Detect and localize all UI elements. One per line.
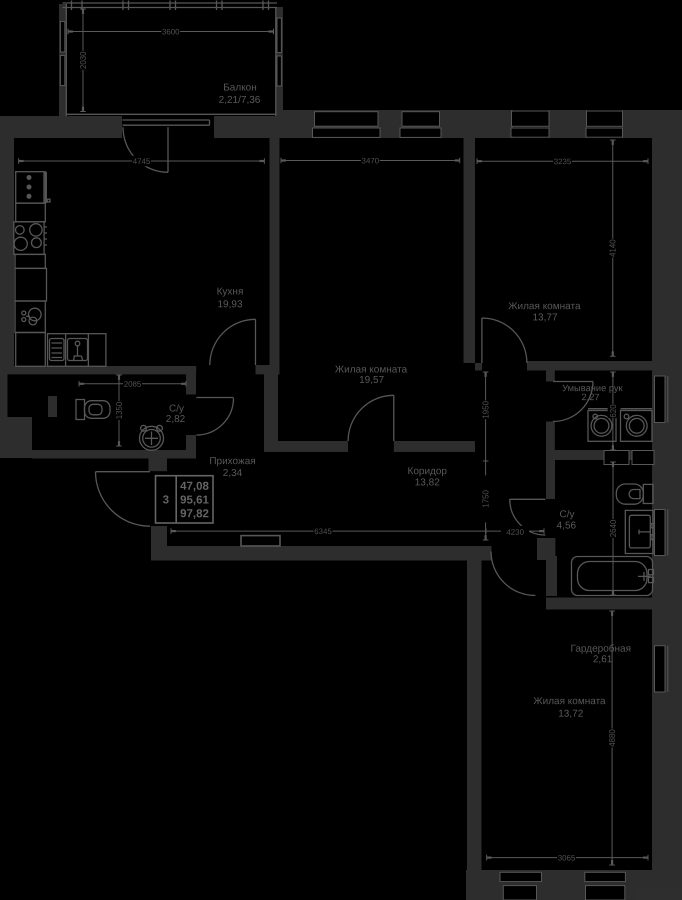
svg-text:47,08: 47,08 [180,481,209,493]
svg-text:2,27: 2,27 [581,392,599,402]
svg-text:4745: 4745 [133,157,151,166]
svg-text:2,61: 2,61 [593,654,613,665]
svg-text:3: 3 [163,494,169,506]
svg-text:Жилая комната: Жилая комната [533,696,606,707]
svg-text:4140: 4140 [609,239,618,257]
svg-text:95,61: 95,61 [180,494,209,506]
svg-text:Коридор: Коридор [407,466,447,477]
svg-text:4880: 4880 [608,729,617,747]
svg-text:Балкон: Балкон [223,82,257,93]
svg-text:97,82: 97,82 [180,508,209,520]
svg-text:13,72: 13,72 [558,709,583,720]
svg-text:С/у: С/у [559,509,574,520]
svg-text:19,93: 19,93 [217,299,242,310]
svg-text:1350: 1350 [115,401,124,419]
svg-text:4230: 4230 [506,528,524,537]
svg-text:3600: 3600 [162,27,180,36]
svg-text:6345: 6345 [314,527,332,536]
svg-text:2030: 2030 [79,51,88,69]
svg-text:1750: 1750 [482,490,491,508]
svg-text:4,56: 4,56 [557,520,577,531]
svg-text:Умывание рук: Умывание рук [562,383,623,393]
svg-text:3470: 3470 [362,156,380,165]
svg-text:Кухня: Кухня [217,286,244,297]
svg-text:Жилая комната: Жилая комната [508,301,581,312]
svg-text:2,34: 2,34 [223,468,243,479]
svg-text:2085: 2085 [124,380,142,389]
svg-text:13,77: 13,77 [532,312,557,323]
svg-text:2,21/7,36: 2,21/7,36 [219,95,261,106]
svg-text:Прихожая: Прихожая [209,456,255,467]
svg-text:2640: 2640 [609,519,618,537]
svg-text:13,82: 13,82 [415,477,440,488]
svg-text:1950: 1950 [482,400,491,418]
svg-text:2,82: 2,82 [166,414,186,425]
svg-text:620: 620 [609,404,618,418]
svg-text:3235: 3235 [554,157,572,166]
svg-text:3065: 3065 [558,853,576,862]
svg-text:19,57: 19,57 [359,375,384,386]
svg-text:Гардеробная: Гардеробная [570,643,631,655]
svg-text:С/у: С/у [169,403,184,414]
svg-text:Жилая комната: Жилая комната [335,364,408,375]
